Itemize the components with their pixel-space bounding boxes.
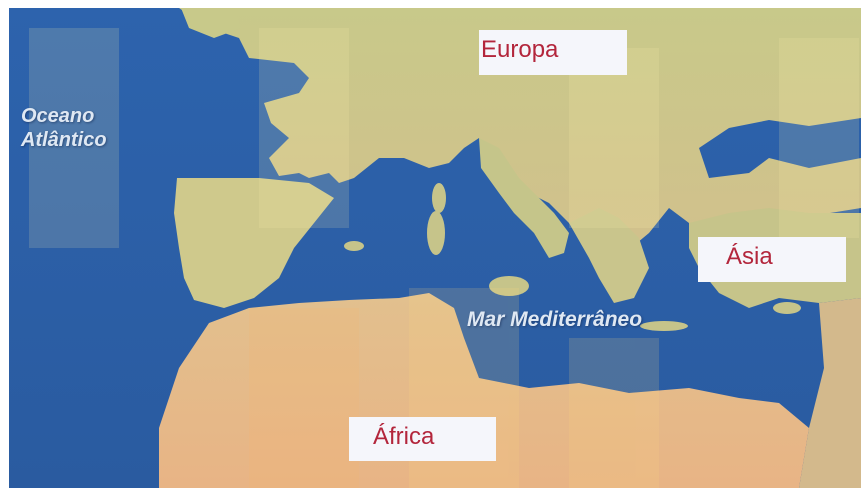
continent-label-asia: Ásia [698,237,846,282]
ocean-label-line2: Atlântico [21,129,107,151]
cyprus [773,302,801,314]
crete [640,321,688,331]
balearic [344,241,364,251]
levant-landmass [799,298,861,488]
greece-landmass [569,208,649,303]
ocean-label-line1: Oceano [21,105,95,127]
ocean-label: Oceano Atlântico [21,104,107,152]
continent-label-europe: Europa [479,30,627,75]
continent-label-europe-text: Europa [481,36,559,63]
continent-label-africa: África [349,417,496,461]
corsica [432,183,446,213]
watermark [29,28,859,488]
italy-landmass [479,138,569,258]
sardinia [427,211,445,255]
britain-landmass [181,8,241,38]
iberia-landmass [174,178,334,308]
europe-landmass [179,8,861,258]
sicily [489,276,529,296]
continent-label-africa-text: África [373,423,435,450]
sea-label: Mar Mediterrâneo [467,308,643,331]
continent-label-asia-text: Ásia [726,243,773,270]
africa-landmass [159,293,809,488]
